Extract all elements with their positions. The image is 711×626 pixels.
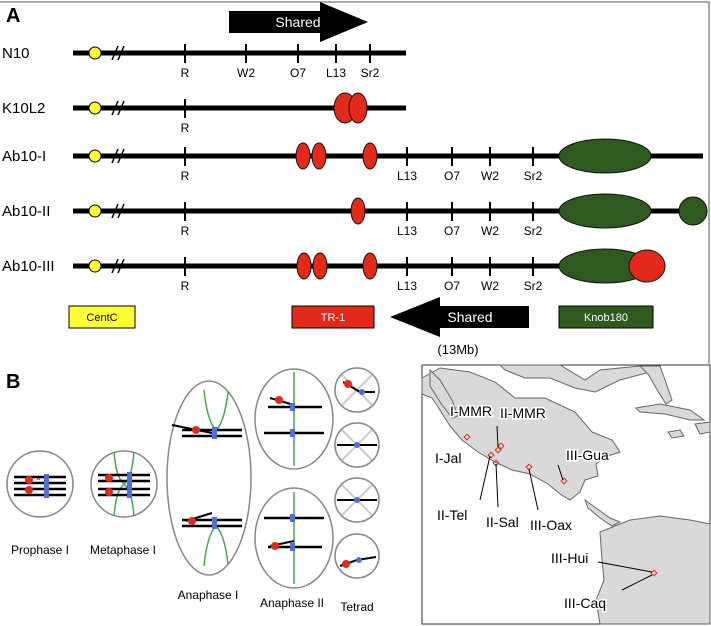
- tr1-marker: [362, 252, 378, 280]
- svg-text:×: ×: [36, 474, 41, 483]
- knob180-marker: [558, 193, 652, 229]
- tick-label: Sr2: [524, 279, 543, 293]
- tick-label: Sr2: [524, 169, 543, 183]
- panel-a-letter: A: [6, 5, 20, 27]
- shared-arrow-top: Shared: [229, 2, 368, 42]
- tr1-marker: [628, 249, 666, 283]
- tr1-marker: [348, 92, 368, 124]
- chromosome-label: Ab10-I: [2, 148, 46, 165]
- break-mark: [111, 148, 125, 164]
- cell-metaphase-i: Metaphase I: [90, 450, 158, 557]
- shared-size-label: (13Mb): [437, 342, 478, 357]
- map-label: II-Sal: [486, 514, 519, 530]
- tick-label: Sr2: [361, 66, 380, 80]
- tick-label: R: [181, 224, 190, 238]
- centc-marker: [88, 149, 102, 163]
- chromosome-label: K10L2: [2, 100, 45, 117]
- tick-label: R: [181, 121, 190, 135]
- centc-marker: [88, 259, 102, 273]
- tick-label: L13: [397, 224, 417, 238]
- tr1-marker: [311, 142, 327, 170]
- map-label: III-Hui: [551, 550, 588, 566]
- map-labels: I-MMR II-MMR I-Jal II-Tel II-Sal III-Oax…: [434, 402, 611, 613]
- stage-label: Prophase I: [11, 543, 69, 557]
- map-label: II-Tel: [437, 507, 467, 523]
- centc-marker: [88, 204, 102, 218]
- chromosome-k10l2: K10L2 R: [2, 92, 406, 135]
- tick-label: O7: [290, 66, 306, 80]
- break-mark: [111, 203, 125, 219]
- panel-c: C: [421, 364, 711, 625]
- break-mark: [111, 45, 125, 61]
- knob180-marker: [558, 138, 652, 174]
- tr1-marker: [312, 252, 328, 280]
- tick-label: O7: [444, 169, 460, 183]
- tick-label: O7: [444, 224, 460, 238]
- tick-label: W2: [481, 224, 499, 238]
- tick-label: W2: [481, 279, 499, 293]
- map-label: I-Jal: [435, 450, 461, 466]
- map-label: I-MMR: [450, 403, 492, 419]
- map-label: III-Oax: [530, 517, 572, 533]
- sample-sites: [463, 433, 658, 577]
- break-mark: [111, 100, 125, 116]
- cell-prophase-i: × Prophase I: [6, 450, 74, 557]
- tick-label: R: [181, 279, 190, 293]
- legend-centc: CentC: [68, 305, 136, 329]
- centc-marker: [88, 46, 102, 60]
- chromosome-n10: N10 R W2 O7 L13 Sr2: [2, 44, 406, 80]
- chromosome-ab10-i: Ab10-I R L13 O7 W2 Sr2: [2, 138, 703, 183]
- tick-label: L13: [397, 279, 417, 293]
- legend-knob180: Knob180: [558, 305, 654, 329]
- tr1-marker: [362, 142, 378, 170]
- map-label: III-Caq: [564, 595, 606, 611]
- leader-lines: [479, 425, 653, 591]
- shared-arrow-bottom-label: Shared: [447, 309, 492, 325]
- map: I-MMR II-MMR I-Jal II-Tel II-Sal III-Oax…: [421, 364, 711, 625]
- break-mark: [111, 258, 125, 274]
- cell-anaphase-i: Anaphase I: [166, 380, 252, 602]
- panel-b-letter: B: [6, 371, 20, 393]
- stage-label: Anaphase I: [178, 588, 239, 602]
- panel-a-border: [0, 1, 710, 364]
- tick-label: R: [181, 66, 190, 80]
- tick-label: L13: [397, 169, 417, 183]
- chromosome-label: Ab10-II: [2, 203, 50, 220]
- chromosome-ab10-iii: Ab10-III R L13 O7 W2 Sr2: [2, 248, 666, 293]
- legend-tr1: TR-1: [291, 305, 375, 329]
- stage-label: Metaphase I: [90, 543, 156, 557]
- tick-label: L13: [326, 66, 346, 80]
- cell-tetrad: Tetrad: [334, 367, 380, 614]
- tr1-marker: [296, 252, 312, 280]
- tick-label: Sr2: [524, 224, 543, 238]
- map-label: III-Gua: [566, 447, 609, 463]
- stage-label: Tetrad: [340, 600, 373, 614]
- shared-arrow-top-label: Shared: [275, 14, 320, 30]
- tick-label: O7: [444, 279, 460, 293]
- chromosome-label: N10: [2, 45, 30, 62]
- tr1-marker: [295, 142, 311, 170]
- panel-b: B × Prophase I Metaphase I: [6, 367, 380, 614]
- centc-marker: [88, 101, 102, 115]
- chromosome-label: Ab10-III: [2, 258, 55, 275]
- shared-arrow-bottom: Shared (13Mb): [390, 297, 529, 357]
- chromosome-ab10-ii: Ab10-II R L13 O7 W2 Sr2: [2, 193, 708, 238]
- panel-a: A Shared N10 R W2 O7 L13 Sr2 K10L2: [0, 1, 710, 364]
- tick-label: W2: [481, 169, 499, 183]
- stage-label: Anaphase II: [260, 596, 324, 610]
- tick-label: W2: [237, 66, 255, 80]
- cell-anaphase-ii: Anaphase II: [254, 368, 334, 610]
- knob180-marker: [678, 196, 708, 226]
- legend-label: Knob180: [584, 312, 628, 324]
- tr1-marker: [350, 197, 366, 225]
- legend-label: CentC: [86, 312, 117, 324]
- map-label: II-MMR: [500, 405, 546, 421]
- tick-label: R: [181, 169, 190, 183]
- legend-label: TR-1: [321, 312, 345, 324]
